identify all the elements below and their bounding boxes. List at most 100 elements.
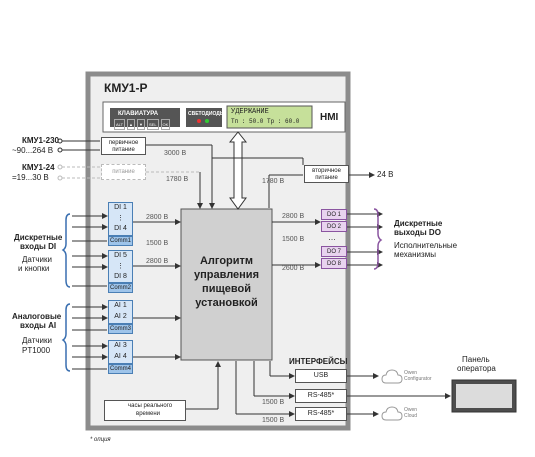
ai-title-line2: входы AI [20, 321, 57, 330]
rs485-box-2: RS-485* [295, 407, 347, 421]
key-sel[interactable]: SEL [146, 119, 159, 130]
do-item: DO 2 [321, 221, 347, 232]
di-group1-item: DI 4 [114, 225, 127, 232]
iso-3000: 3000 В [164, 150, 187, 157]
usb-box: USB [295, 369, 347, 383]
algorithm-line3: пищевой [202, 283, 251, 295]
do-title-line2: выходы DO [394, 228, 441, 237]
primary-power-box: первичное питание [101, 137, 146, 155]
do-item: DO 8 [321, 258, 347, 269]
operator-panel-screen [456, 384, 512, 408]
di-group1-item: DI 1 [114, 204, 127, 211]
clock-icon [112, 404, 124, 416]
display-line2: Tп : 50.0 Tр : 60.0 [231, 118, 300, 125]
ai-sub-line1: Датчики [22, 336, 52, 345]
hmi-keys: ALT ▲ ▼ SEL OK [114, 119, 171, 130]
di-group2: DI 5 ⋮ DI 8 [108, 250, 133, 283]
kmu24-title: КМУ1-24 [22, 163, 55, 172]
ai-group2: AI 3 AI 4 [108, 340, 133, 364]
ai-group1-item: AI 2 [114, 313, 127, 320]
di-iso-b: 1500 В [146, 240, 169, 247]
di-brace [61, 213, 71, 288]
kmu230-range: ~90...264 В [12, 146, 54, 155]
algorithm-line4: установкой [195, 297, 258, 309]
key-alt[interactable]: ALT [114, 119, 126, 130]
di-title-line2: входы DI [20, 242, 57, 251]
hmi-label: HMI [320, 112, 339, 123]
primary-power-24-box: питание [101, 164, 146, 180]
algorithm-label: Алгоритм управления пищевой установкой [181, 254, 272, 310]
rtc-box: часы реального времени [104, 400, 186, 421]
comm1-box: Comm1 [108, 236, 133, 246]
comm4-box: Comm4 [108, 364, 133, 374]
configurator-line2: Configurator [404, 376, 432, 382]
do-title-line1: Дискретные [394, 219, 443, 228]
ai-group1-item: AI 1 [114, 302, 127, 309]
do-iso-c: 2600 В [282, 265, 305, 272]
led-red-icon [197, 119, 201, 123]
di-group1-dots: ⋮ [117, 215, 124, 222]
configurator-line1: Owen [404, 370, 418, 376]
device-title: КМУ1-Р [104, 81, 148, 95]
interfaces-title: ИНТЕРФЕЙСЫ [289, 357, 348, 366]
rtc-line1: часы реального [128, 403, 173, 409]
kmu230-title: КМУ1-230 [22, 136, 59, 145]
ai-group2-item: AI 3 [114, 342, 127, 349]
iface-iso-2: 1500 В [262, 417, 285, 424]
do-sub-line2: механизмы [394, 250, 436, 259]
di-group2-dots: ⋮ [117, 263, 124, 270]
configurator-cloud-icon [381, 369, 403, 384]
lcd-display [226, 105, 313, 129]
leds-block [186, 108, 222, 127]
cloud-icon [381, 406, 403, 421]
led-green-icon [205, 119, 209, 123]
display-line1: УДЕРЖАНИЕ [231, 108, 269, 116]
hmi-bus-arrow [228, 131, 248, 210]
di-iso-a: 2800 В [146, 214, 169, 221]
do-sub-line1: Исполнительные [394, 241, 458, 250]
key-ok[interactable]: OK [160, 119, 171, 130]
ai-group2-item: AI 4 [114, 353, 127, 360]
comm3-box: Comm3 [108, 324, 133, 334]
di-sub-line2: и кнопки [18, 264, 50, 273]
iso-1780-b: 1780 В [262, 178, 285, 185]
di-group2-item: DI 5 [114, 252, 127, 259]
cloud-line1: Owen [404, 407, 418, 413]
do-brace [373, 208, 383, 270]
rtc-line2: времени [136, 411, 160, 417]
do-iso-a: 2800 В [282, 213, 305, 220]
leds-label: СВЕТОДИОДЫ [188, 111, 225, 117]
kmu24-range: =19...30 В [12, 173, 49, 182]
rs485-box-1: RS-485* [295, 389, 347, 403]
secondary-power-box: вторичное питание [304, 165, 349, 183]
keyboard-label: КЛАВИАТУРА [118, 111, 159, 117]
algorithm-block [180, 208, 273, 361]
footnote: * опция [90, 437, 111, 443]
do-dots: … [328, 233, 336, 242]
di-title-line1: Дискретные [14, 233, 63, 242]
out-24v: 24 В [377, 170, 394, 179]
iface-iso-1: 1500 В [262, 399, 285, 406]
key-up[interactable]: ▲ [127, 119, 136, 130]
do-iso-b: 1500 В [282, 236, 305, 243]
iso-1780-a: 1780 В [166, 176, 189, 183]
di-group2-item: DI 8 [114, 273, 127, 280]
di-iso-c: 2800 В [146, 258, 169, 265]
comm2-box: Comm2 [108, 283, 133, 293]
panel-line2: оператора [457, 364, 496, 373]
ai-title-line1: Аналоговые [12, 312, 62, 321]
ai-group1: AI 1 AI 2 [108, 300, 133, 324]
algorithm-line1: Алгоритм [199, 255, 254, 267]
key-down[interactable]: ▼ [137, 119, 145, 130]
do-item: DO 7 [321, 246, 347, 257]
di-sub-line1: Датчики [22, 255, 52, 264]
do-item: DO 1 [321, 209, 347, 220]
ai-brace [61, 303, 71, 372]
algorithm-line2: управления [193, 269, 259, 281]
di-group1: DI 1 ⋮ DI 4 [108, 202, 133, 236]
ai-sub-line2: PT1000 [22, 346, 51, 355]
cloud-line2: Cloud [404, 413, 418, 419]
panel-line1: Панель [462, 355, 490, 364]
